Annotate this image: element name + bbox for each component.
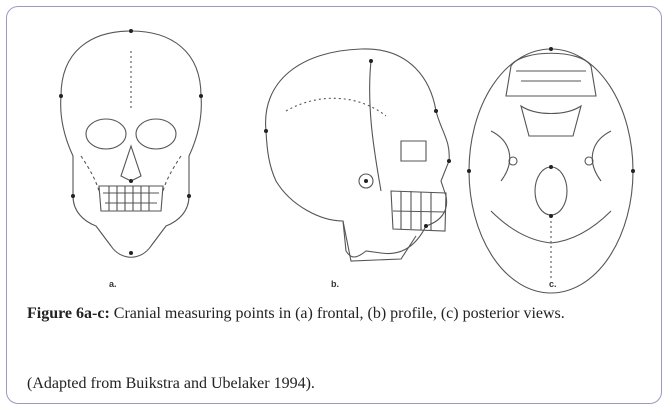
caption-text: Cranial measuring points in (a) frontal,… (110, 305, 565, 322)
figure-source: (Adapted from Buikstra and Ubelaker 1994… (27, 373, 657, 395)
panel-label-a: a. (109, 279, 117, 289)
figure-illustration: a. b. c. (21, 21, 657, 301)
basal-skull (469, 49, 633, 293)
skull-drawings (21, 21, 657, 301)
figure-frame: a. b. c. Figure 6a-c: Cranial measuring … (6, 6, 662, 404)
frontal-skull (61, 31, 202, 257)
panel-label-c: c. (549, 279, 557, 289)
profile-skull (266, 49, 450, 261)
figure-caption: Figure 6a-c: Cranial measuring points in… (27, 303, 657, 325)
caption-label: Figure 6a-c: (27, 305, 110, 322)
panel-label-b: b. (331, 279, 339, 289)
